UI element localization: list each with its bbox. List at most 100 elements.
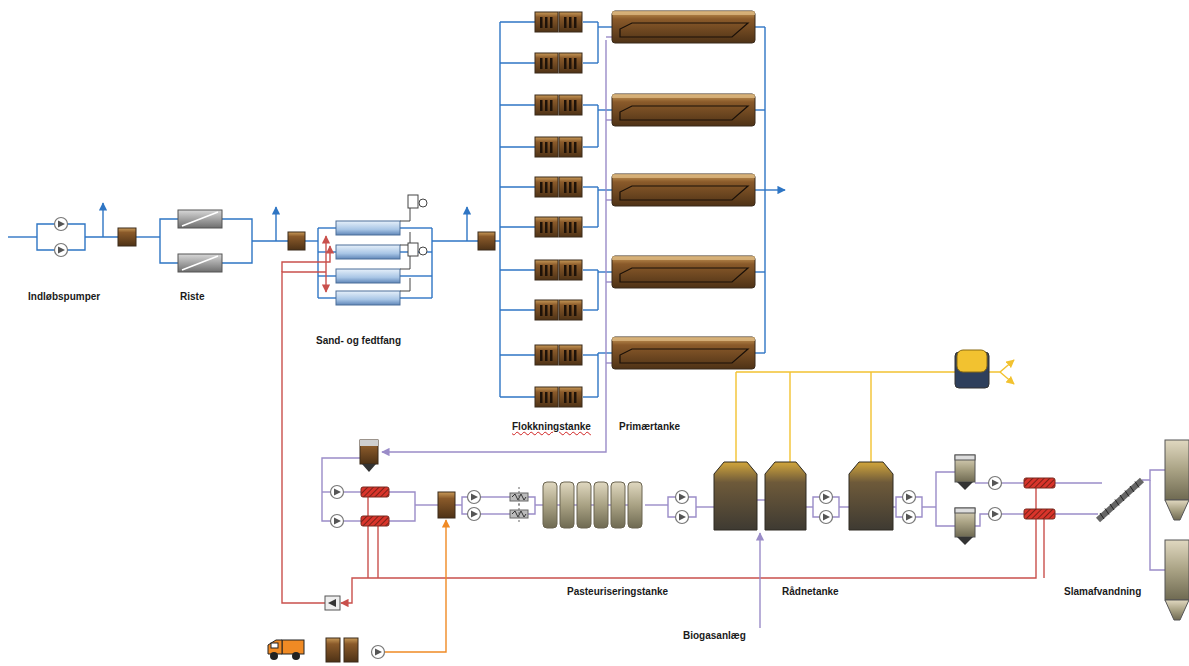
pipe [344, 491, 361, 492]
pasteurisation-tank [560, 482, 574, 528]
pipe [598, 189, 612, 190]
pipe [431, 228, 432, 298]
pump-symbol [331, 486, 344, 499]
pasteurisation-tank [594, 482, 608, 528]
pipe [1150, 480, 1165, 570]
pipe [499, 22, 500, 397]
vent-arrow [102, 203, 103, 237]
pipe [385, 520, 446, 652]
pipe [136, 236, 160, 237]
return-pump-box [325, 596, 340, 610]
pipe [598, 26, 612, 27]
pump-symbol [468, 508, 481, 521]
mixing-tank [344, 638, 358, 662]
flocculation-tank [535, 12, 558, 32]
flocculation-tank [559, 53, 582, 73]
pipe [583, 309, 598, 310]
pipe [500, 226, 535, 227]
flocculation-tank [535, 177, 558, 197]
pipe [597, 353, 598, 397]
pipe [500, 309, 535, 310]
screen-symbol [178, 254, 222, 272]
pipe [455, 504, 462, 505]
pipe [500, 186, 535, 187]
pipe [583, 146, 598, 147]
flocculation-tank [559, 300, 582, 320]
pump-symbol [820, 491, 833, 504]
pump-symbol [989, 508, 1002, 521]
primary-tank [612, 256, 755, 288]
pipe [755, 189, 765, 190]
pipe [668, 497, 675, 517]
pipe [806, 506, 813, 507]
pump-symbol [676, 511, 689, 524]
stage-label: Riste [178, 291, 206, 303]
pipe [839, 506, 849, 507]
pipe [813, 497, 819, 517]
heat-exchanger [361, 516, 389, 526]
pipe [252, 240, 288, 241]
pipe [160, 219, 178, 263]
pipe [975, 514, 988, 526]
pipe [736, 371, 955, 372]
flocculation-tank [535, 260, 558, 280]
pipe [870, 372, 871, 462]
pipe [597, 22, 598, 63]
pipe [789, 372, 790, 462]
pipe [916, 497, 922, 517]
heat-exchanger [361, 487, 389, 497]
flocculation-tank [535, 95, 558, 115]
grit-trap [336, 278, 410, 305]
pipe [598, 109, 612, 110]
pipe [583, 354, 598, 355]
pipe [500, 104, 535, 105]
pipe [598, 352, 612, 353]
pipe [755, 26, 765, 27]
pasteurisation-tank [577, 482, 591, 528]
buffer-silo [955, 455, 975, 490]
pump-symbol [820, 511, 833, 524]
flocculation-tank [535, 137, 558, 157]
flocculation-tank [559, 177, 582, 197]
mixing-tank [118, 228, 136, 246]
heat-exchanger [1024, 509, 1055, 519]
pipe [344, 520, 361, 521]
sludge-silo [1165, 540, 1189, 620]
primary-tank [612, 94, 755, 126]
pipe [400, 297, 432, 298]
pipe [318, 275, 336, 276]
pipe [583, 104, 598, 105]
pipe [500, 62, 535, 63]
pipe [382, 40, 606, 452]
pipe [597, 270, 598, 310]
mixing-tank [478, 232, 495, 250]
thickener [360, 440, 378, 472]
flocculation-tank [559, 260, 582, 280]
pipe [377, 526, 378, 578]
pipe [765, 189, 785, 190]
grit-trap [336, 232, 410, 259]
pipe [318, 251, 336, 252]
mixing-tank [438, 492, 455, 518]
pump-symbol [468, 491, 481, 504]
pipe [389, 492, 415, 521]
pipe [322, 458, 360, 521]
pasteurisation-tank [628, 482, 642, 528]
flocculation-tank [559, 217, 582, 237]
pipe [689, 497, 696, 517]
pipe [500, 354, 535, 355]
pipe [922, 506, 936, 507]
pipe [583, 186, 598, 187]
pipe [896, 497, 902, 517]
mixing-tank [326, 638, 340, 662]
pipe [759, 533, 760, 628]
pump-symbol [989, 477, 1002, 490]
flocculation-tank [559, 12, 582, 32]
flocculation-tank [559, 95, 582, 115]
flocculation-tank [559, 345, 582, 365]
pump-symbol [903, 491, 916, 504]
pump-symbol [331, 515, 344, 528]
pasteurisation-tank [611, 482, 625, 528]
pipe [606, 36, 612, 37]
pipe [322, 491, 330, 492]
